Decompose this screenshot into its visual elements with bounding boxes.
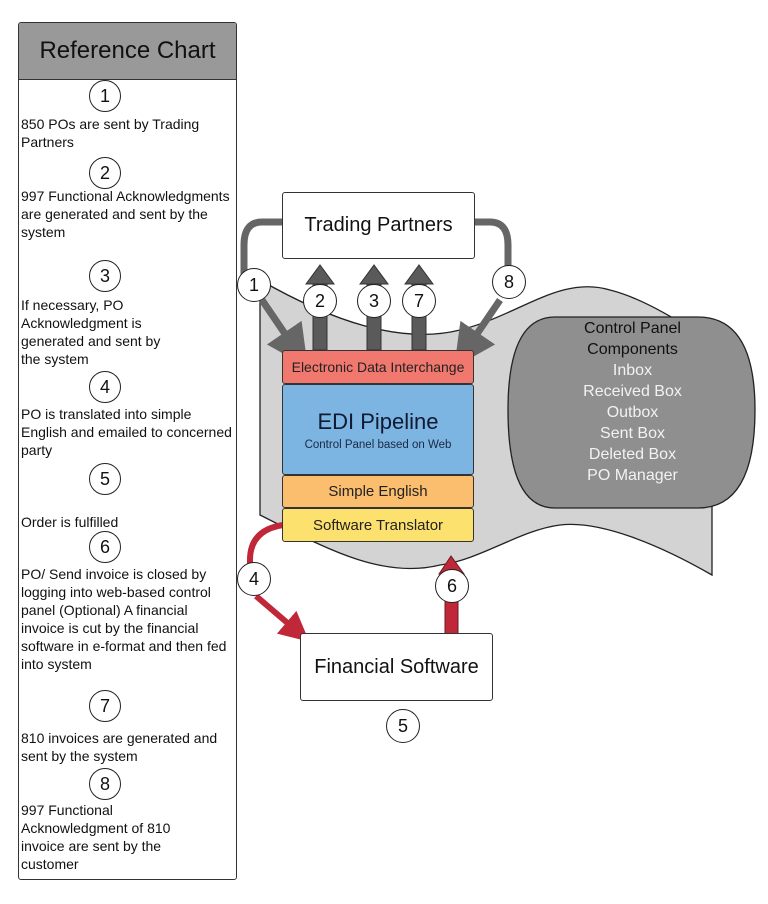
arrow-step-4	[247, 522, 298, 632]
control-panel-components: Control Panel Components Inbox Received …	[540, 318, 725, 486]
reference-chart-title: Reference Chart	[19, 23, 236, 80]
software-translator-layer: Software Translator	[282, 508, 474, 542]
software-translator-label: Software Translator	[312, 516, 444, 534]
diagram-step-2: 2	[303, 284, 337, 318]
arrow-step-8	[466, 218, 512, 350]
control-panel-item-outbox: Outbox	[606, 404, 659, 421]
diagram-step-5: 5	[386, 709, 420, 743]
diagram-step-8: 8	[492, 265, 526, 299]
step-description-8: 997 Functional Acknowledgment of 810 inv…	[21, 802, 171, 872]
edi-pipeline-title: EDI Pipeline	[317, 408, 439, 434]
step-description-7: 810 invoices are generated and sent by t…	[21, 730, 218, 764]
step-description-1: 850 POs are sent by Trading Partners	[21, 116, 200, 150]
control-panel-shape	[507, 316, 756, 509]
edi-label: Electronic Data Interchange	[291, 359, 465, 375]
control-panel-item-deleted-box: Deleted Box	[588, 446, 677, 463]
edi-layer: Electronic Data Interchange	[282, 350, 474, 384]
control-panel-item-po-manager: PO Manager	[587, 467, 678, 484]
control-panel-title-line1: Control Panel	[584, 320, 681, 337]
edi-pipeline-layer: EDI Pipeline Control Panel based on Web	[282, 384, 474, 475]
reference-chart-panel: Reference Chart 1 850 POs are sent by Tr…	[18, 22, 237, 880]
control-panel-title-line2: Components	[587, 341, 678, 358]
step-number-8: 8	[89, 768, 121, 800]
diagram-step-6: 6	[435, 569, 469, 603]
control-panel-item-sent-box: Sent Box	[600, 425, 665, 442]
trading-partners-box: Trading Partners	[282, 192, 475, 259]
step-number-6: 6	[89, 531, 121, 563]
simple-english-label: Simple English	[328, 483, 428, 500]
step-number-5: 5	[89, 463, 121, 495]
step-description-6: PO/ Send invoice is closed by logging in…	[21, 566, 227, 672]
step-number-3: 3	[89, 260, 121, 292]
diagram-step-1: 1	[237, 268, 271, 302]
step-number-1: 1	[89, 80, 121, 112]
step-number-4: 4	[89, 371, 121, 403]
financial-software-label: Financial Software	[314, 655, 479, 678]
financial-software-box: Financial Software	[300, 633, 493, 701]
diagram-step-4: 4	[237, 562, 271, 596]
arrow-step-1	[240, 218, 296, 350]
control-panel-item-received-box: Received Box	[583, 383, 682, 400]
trading-partners-label: Trading Partners	[304, 214, 453, 236]
step-description-5: Order is fulfilled	[21, 514, 119, 530]
edi-pipeline-subtitle: Control Panel based on Web	[304, 438, 452, 451]
control-panel-item-inbox: Inbox	[612, 362, 653, 379]
step-description-2: 997 Functional Acknowledgments are gener…	[21, 188, 230, 240]
step-number-7: 7	[89, 690, 121, 722]
step-description-4: PO is translated into simple English and…	[21, 406, 232, 458]
step-description-3: If necessary, PO Acknowledgment is gener…	[21, 297, 161, 367]
diagram-step-7: 7	[402, 284, 436, 318]
step-number-2: 2	[89, 157, 121, 189]
simple-english-layer: Simple English	[282, 475, 474, 508]
diagram-step-3: 3	[357, 284, 391, 318]
